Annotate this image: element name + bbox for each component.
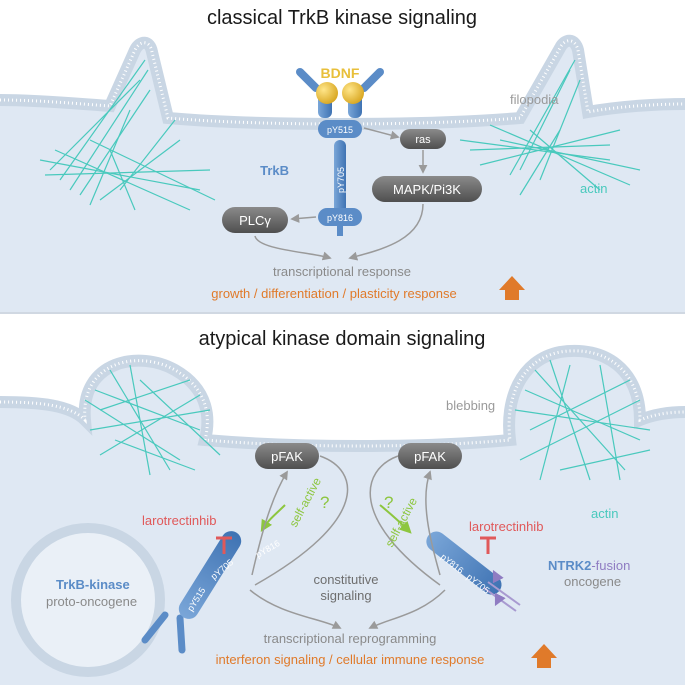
actin-label-bottom: actin	[591, 506, 618, 521]
ras-label: ras	[415, 134, 431, 146]
mapk-node	[372, 176, 482, 202]
pfak-label-left: pFAK	[271, 449, 303, 464]
arrow-mapk-to-response	[348, 203, 424, 261]
arrow-cross-left	[254, 455, 349, 586]
inhibitor-label-left: larotrectinhib	[142, 513, 216, 528]
actin-bundle-top-right	[459, 59, 641, 196]
site-label-pY816-top: pY816	[327, 213, 353, 223]
top-panel	[0, 0, 685, 312]
arrow-right-to-pfak	[423, 470, 441, 576]
mapk-label: MAPK/Pi3K	[393, 182, 461, 197]
vesicle	[11, 523, 165, 677]
actin-label-top: actin	[580, 181, 607, 196]
arrow-to-plc	[290, 213, 317, 223]
pfak-label-right: pFAK	[414, 449, 446, 464]
arrow-cross-right	[369, 455, 441, 586]
bottom-panel-title: atypical kinase domain signaling	[199, 328, 486, 350]
question-mark-left: ?	[320, 493, 329, 512]
inhibitor-left	[216, 536, 232, 554]
immune-response-label: interferon signaling / cellular immune r…	[216, 652, 485, 667]
bottom-membrane	[0, 344, 685, 452]
site-pY515-top	[318, 120, 362, 138]
inhibitor-right	[480, 536, 496, 554]
site-pY816-top	[318, 208, 362, 226]
bdnf-label: BDNF	[321, 65, 360, 81]
ras-node	[400, 129, 446, 149]
arrow-plc-to-response	[254, 235, 332, 261]
trkb-kinase-label: TrkB-kinase	[56, 577, 130, 592]
bottom-panel	[0, 344, 685, 685]
pfak-node-left	[255, 443, 319, 469]
proto-oncogene-label: proto-oncogene	[46, 594, 137, 609]
reprogramming-label: transcriptional reprogramming	[264, 631, 437, 646]
question-mark-right: ?	[384, 493, 393, 512]
actin-bundle-bottom-right	[514, 359, 651, 481]
trkb-label: TrkB	[260, 163, 289, 178]
site-label-pY515-top: pY515	[327, 125, 353, 135]
oncogene-label: oncogene	[564, 574, 621, 589]
arrow-right-to-reprogramming	[368, 589, 446, 629]
top-panel-title: classical TrkB kinase signaling	[207, 7, 477, 29]
arrow-left-to-reprogramming	[249, 589, 342, 629]
plc-node	[222, 207, 288, 233]
arrow-left-to-pfak	[251, 470, 288, 576]
arrow-to-ras	[363, 127, 400, 140]
upregulation-arrow-top	[499, 276, 525, 300]
growth-response-label: growth / differentiation / plasticity re…	[211, 286, 456, 301]
self-active-arrow-right	[379, 504, 412, 534]
pfak-node-right	[398, 443, 462, 469]
actin-bundle-top-left	[39, 59, 216, 211]
fusion-label: NTRK2-fusion	[548, 558, 630, 573]
bdnf-ligand-left	[316, 82, 338, 104]
constitutive-label-2: signaling	[320, 588, 371, 603]
upregulation-arrow-bottom	[531, 644, 557, 668]
trkb-kinase-receptor	[141, 531, 242, 654]
bdnf-ligand-right	[342, 82, 364, 104]
fusion-label-gene: NTRK2	[548, 558, 591, 573]
blebbing-label: blebbing	[446, 398, 495, 413]
actin-bundle-bottom-left	[84, 364, 221, 476]
site-label-pY705-top: pY705	[336, 167, 346, 193]
constitutive-label-1: constitutive	[313, 572, 378, 587]
inhibitor-label-right: larotrectinhib	[469, 519, 543, 534]
filopodia-label: filopodia	[510, 92, 559, 107]
ntrk2-fusion-receptor	[426, 531, 521, 612]
transcriptional-response-label: transcriptional response	[273, 264, 411, 279]
plc-label: PLCγ	[239, 213, 271, 228]
fusion-label-suffix: -fusion	[591, 558, 630, 573]
